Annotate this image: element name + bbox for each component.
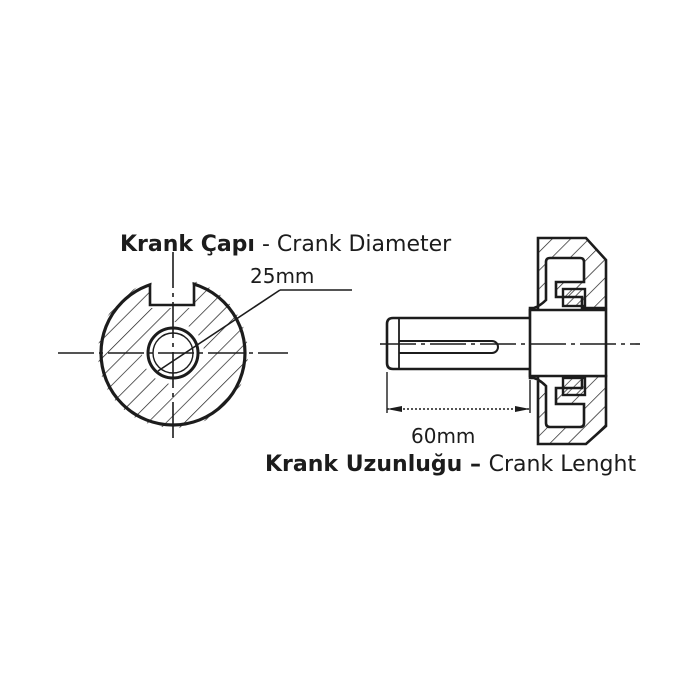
length-arrow-right [515, 406, 530, 412]
shaft-cross-section [58, 252, 352, 438]
upper-seal [561, 287, 587, 308]
keyway-slot [148, 284, 196, 307]
length-value: 60mm [411, 424, 476, 448]
diameter-leader-line [157, 289, 281, 372]
shaft-side-view [380, 236, 640, 446]
lower-seal [561, 376, 587, 397]
length-label-en: Crank Lenght [488, 452, 637, 477]
length-label-tr: Krank Uzunluğu [265, 452, 463, 477]
keyway-gap [151, 278, 193, 287]
diameter-title: Krank Çapı - Crank Diameter [120, 234, 451, 256]
length-separator: – [462, 452, 489, 477]
diameter-label-tr: Krank Çapı [120, 232, 255, 257]
housing-lower-hatch [528, 367, 608, 446]
shaft-flange [528, 308, 608, 378]
diameter-label-en: Crank Diameter [276, 232, 452, 257]
length-arrow-left [387, 406, 402, 412]
diameter-separator: - [254, 232, 277, 257]
diameter-value: 25mm [250, 264, 315, 288]
length-title: Krank Uzunluğu – Crank Lenght [265, 454, 636, 476]
shaft-keyway [399, 340, 499, 354]
housing-upper-hatch [528, 236, 608, 320]
